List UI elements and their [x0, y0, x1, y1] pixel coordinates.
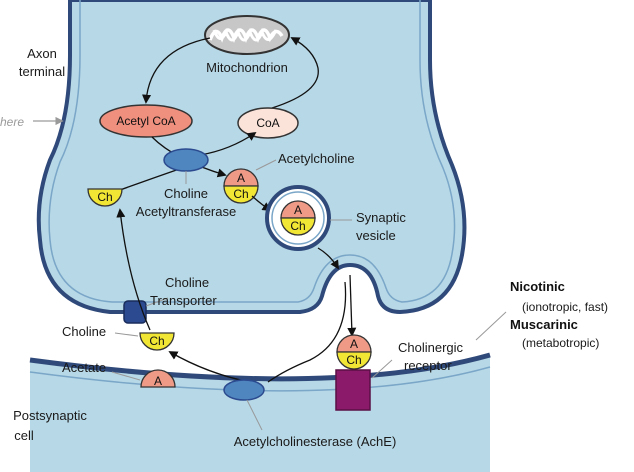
- choline-inside: Ch: [87, 188, 123, 207]
- chat-label-line1: Choline: [164, 186, 208, 201]
- here-label: here: [0, 115, 24, 129]
- acetylcholine-bound: A Ch: [336, 334, 372, 370]
- cholinergic-receptor-label-line2: receptor: [404, 358, 452, 373]
- postsynaptic-label-line1: Postsynaptic: [13, 408, 87, 423]
- ach-leader-line: [255, 159, 277, 171]
- nicotinic-desc: (ionotropic, fast): [522, 300, 608, 314]
- coa: CoA: [237, 107, 299, 139]
- synaptic-vesicle-label-line2: vesicle: [356, 228, 396, 243]
- acetyl-coa: Acetyl CoA: [99, 104, 193, 138]
- choline-inside-ch: Ch: [97, 190, 112, 204]
- muscarinic-desc: (metabotropic): [522, 336, 599, 350]
- acetylcholine-label: Acetylcholine: [278, 151, 355, 166]
- postsynaptic-label-line2: cell: [14, 428, 34, 443]
- acetylcholinesterase-enzyme: [223, 379, 265, 401]
- coa-to-mito-arrow: [271, 37, 319, 109]
- acetylcholine-free: A Ch: [223, 168, 259, 204]
- ache-leader-line: [246, 399, 263, 431]
- acetyl-coa-label: Acetyl CoA: [116, 114, 175, 128]
- choline-acetyltransferase-enzyme: [163, 148, 209, 172]
- release-to-ache-line: [267, 281, 347, 383]
- axon-terminal-label-line1: Axon: [27, 46, 57, 61]
- mito-to-acetylcoa-arrow: [142, 37, 211, 104]
- ach-vesicle-a: A: [294, 203, 302, 217]
- nicotinic-label: Nicotinic: [510, 279, 565, 294]
- choline-outside: Ch: [139, 332, 175, 351]
- choline-outside-ch: Ch: [149, 334, 164, 348]
- ach-free-a: A: [237, 171, 245, 185]
- release-arrow: [347, 274, 357, 337]
- cholinergic-receptor: [335, 369, 371, 411]
- choline-leader-line: [114, 332, 139, 337]
- ach-vesicle-ch: Ch: [290, 219, 305, 233]
- muscarinic-label: Muscarinic: [510, 317, 578, 332]
- choline-label: Choline: [62, 324, 106, 339]
- cholinergic-receptor-label-line1: Cholinergic: [398, 340, 464, 355]
- synaptic-vesicle: A Ch: [265, 185, 331, 251]
- ach-bound-a: A: [350, 337, 358, 351]
- coa-label: CoA: [256, 116, 279, 130]
- chat-label-line2: Acetyltransferase: [136, 204, 236, 219]
- ach-bound-ch: Ch: [346, 353, 361, 367]
- choline-reuptake-arrow: [116, 208, 151, 331]
- acetate-a: A: [154, 374, 162, 388]
- axon-terminal: [36, 0, 467, 315]
- acetate: A: [140, 369, 176, 388]
- synaptic-vesicle-label-line1: Synaptic: [356, 210, 406, 225]
- acetate-label: Acetate: [62, 360, 106, 375]
- choline-transporter-label-line1: Choline: [165, 275, 209, 290]
- ach-free-ch: Ch: [233, 187, 248, 201]
- vesicle-to-membrane-arrow: [317, 247, 339, 270]
- axon-terminal-label-line2: terminal: [19, 64, 65, 79]
- receptor-leader-line: [371, 359, 393, 379]
- acetate-leader-line: [111, 371, 141, 381]
- mitochondrion: [204, 15, 290, 55]
- transporter-leader-line: [145, 297, 169, 307]
- mitochondrion-label: Mitochondrion: [206, 60, 288, 75]
- receptor-types-leader-line: [475, 311, 507, 341]
- ache-label: Acetylcholinesterase (AchE): [234, 434, 397, 449]
- choline-transporter-label-line2: Transporter: [150, 293, 217, 308]
